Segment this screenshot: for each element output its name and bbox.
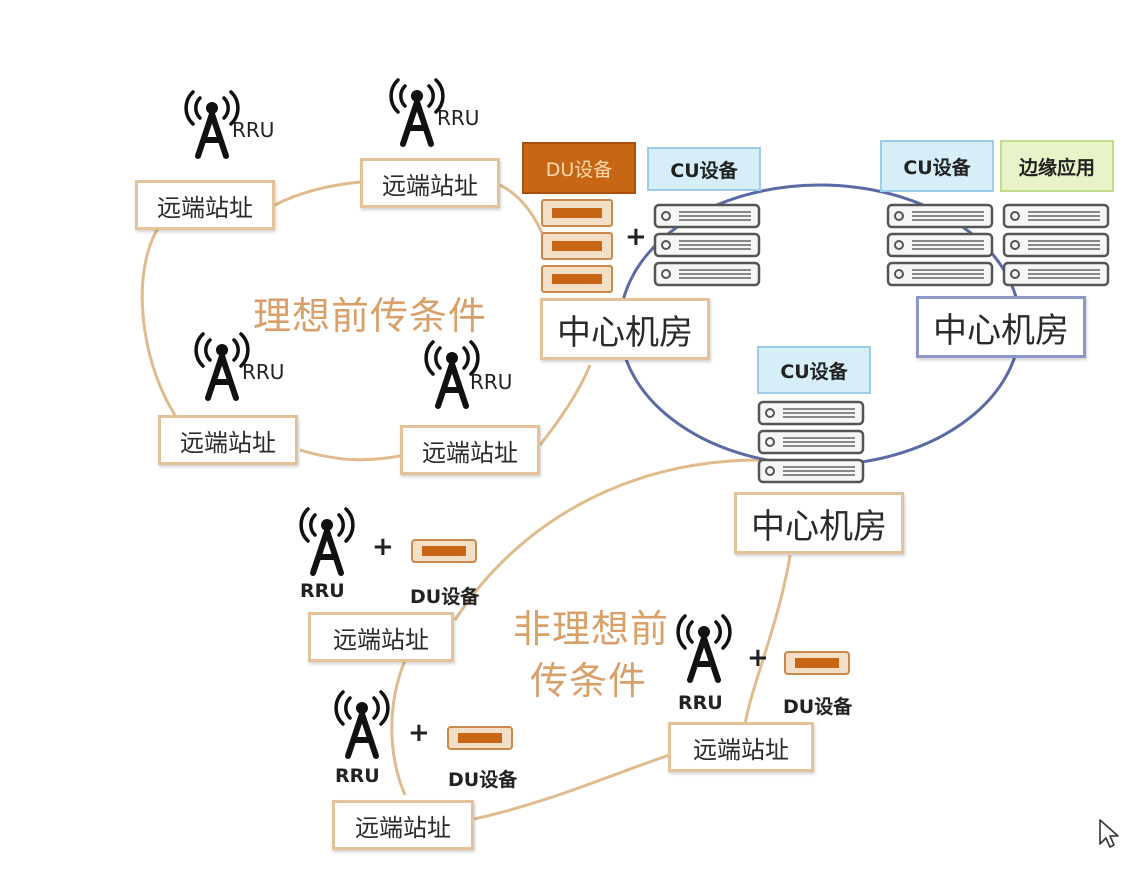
du-equipment-label: DU设备 xyxy=(783,696,853,718)
nonideal-fronthaul-title-line1: 非理想前 xyxy=(513,607,670,651)
remote-site-label: 远端站址 xyxy=(693,735,789,764)
rru-label: RRU xyxy=(437,106,480,130)
cu-equipment-tag: CU设备 xyxy=(757,346,871,394)
cu-equipment-tag: CU设备 xyxy=(880,140,994,192)
remote-site-box: 远端站址 xyxy=(308,612,454,662)
link-ideal-ring-bottom xyxy=(299,448,406,462)
cu-equipment-tag-label: CU设备 xyxy=(780,360,848,383)
edge-application-tag: 边缘应用 xyxy=(1000,140,1114,192)
server-rack-icon xyxy=(1002,203,1110,287)
remote-site-box: 远端站址 xyxy=(135,180,275,230)
server-rack-icon xyxy=(757,400,865,484)
link-ideal-ring-right xyxy=(538,364,592,446)
remote-site-label: 远端站址 xyxy=(180,428,276,457)
rru-label: RRU xyxy=(335,765,380,787)
du-equipment-label: DU设备 xyxy=(410,586,480,608)
rru-label: RRU xyxy=(232,118,275,142)
remote-site-label: 远端站址 xyxy=(422,438,518,467)
server-rack-icon xyxy=(886,203,994,287)
mouse-cursor-icon xyxy=(1099,819,1119,848)
remote-site-box: 远端站址 xyxy=(332,800,474,850)
remote-site-label: 远端站址 xyxy=(333,625,429,654)
link-nonideal-ring-top xyxy=(453,458,761,621)
central-room-label: 中心机房 xyxy=(557,312,693,353)
du-rack-icon xyxy=(541,199,613,293)
remote-site-box: 远端站址 xyxy=(668,722,814,772)
central-room-label: 中心机房 xyxy=(933,310,1069,351)
remote-site-label: 远端站址 xyxy=(355,813,451,842)
link-nonideal-ring-left xyxy=(390,659,407,796)
cu-equipment-tag-label: CU设备 xyxy=(670,159,738,182)
central-room-box: 中心机房 xyxy=(734,492,904,554)
du-equipment-label: DU设备 xyxy=(448,769,518,791)
central-room-box: 中心机房 xyxy=(916,296,1086,358)
du-equipment-icon xyxy=(410,538,478,564)
remote-site-label: 远端站址 xyxy=(382,171,478,200)
server-rack-icon xyxy=(653,203,761,287)
rru-label: RRU xyxy=(300,580,345,602)
antenna-tower-icon xyxy=(330,688,394,760)
antenna-tower-icon xyxy=(295,505,359,577)
remote-site-box: 远端站址 xyxy=(360,158,500,208)
du-equipment-tag: DU设备 xyxy=(522,142,636,194)
link-nonideal-ring-bottom xyxy=(469,748,686,822)
central-room-label: 中心机房 xyxy=(751,506,887,547)
link-nonideal-ring-right xyxy=(743,554,792,726)
antenna-tower-icon xyxy=(672,612,736,684)
rru-label: RRU xyxy=(242,360,285,384)
rru-label: RRU xyxy=(678,692,723,714)
remote-site-box: 远端站址 xyxy=(400,425,540,475)
remote-site-label: 远端站址 xyxy=(157,193,253,222)
du-equipment-tag-label: DU设备 xyxy=(545,158,613,181)
nonideal-fronthaul-title-line2: 传条件 xyxy=(530,659,648,703)
plus-sign: + xyxy=(408,718,430,748)
edge-application-tag-label: 边缘应用 xyxy=(1018,156,1095,179)
du-equipment-icon xyxy=(446,725,514,751)
remote-site-box: 远端站址 xyxy=(158,415,298,465)
rru-label: RRU xyxy=(470,370,513,394)
du-equipment-icon xyxy=(783,650,851,676)
plus-sign: + xyxy=(372,532,394,562)
ideal-fronthaul-title: 理想前传条件 xyxy=(253,294,488,338)
cu-equipment-tag: CU设备 xyxy=(647,147,761,191)
link-ideal-ring-left xyxy=(140,224,177,416)
plus-sign: + xyxy=(625,222,647,252)
link-ideal-ring-top-left xyxy=(274,180,361,207)
central-room-box: 中心机房 xyxy=(540,298,710,360)
plus-sign: + xyxy=(747,643,769,673)
cu-equipment-tag-label: CU设备 xyxy=(903,156,971,179)
